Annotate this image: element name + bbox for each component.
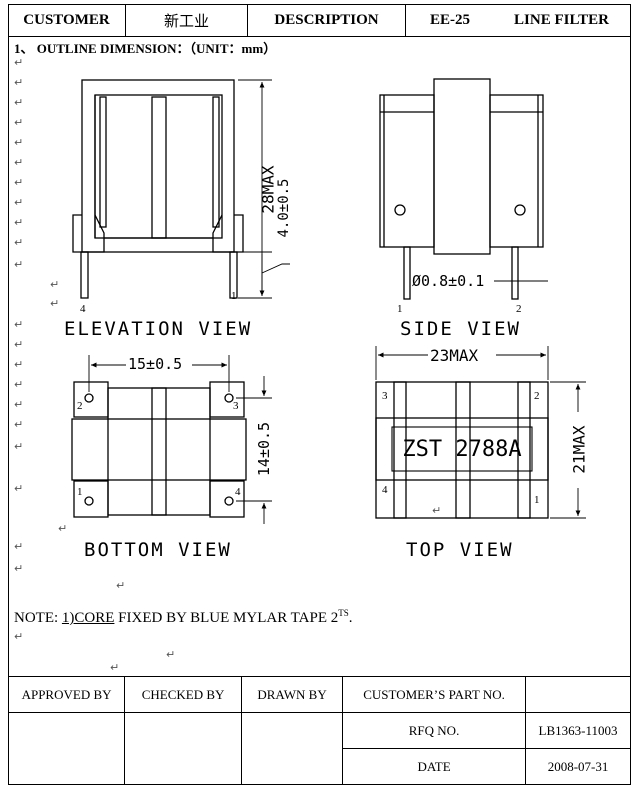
top-pin-2: 2 [534, 390, 540, 402]
approved-by-value[interactable] [7, 712, 126, 785]
document-frame [8, 4, 631, 785]
top-marking: ZST 2788A [402, 436, 522, 462]
bottom-pin-1: 1 [77, 486, 83, 498]
elevation-height-dim: 28MAX [258, 165, 278, 214]
paragraph-mark-icon: ↵ [110, 661, 120, 674]
top-height-dim: 21MAX [569, 425, 589, 474]
part-code: EE-25 [430, 11, 471, 28]
paragraph-mark-icon: ↵ [116, 579, 126, 592]
side-pin-left: 1 [397, 303, 403, 315]
paragraph-mark-icon: ↵ [14, 440, 24, 453]
bottom-pin-2: 2 [77, 400, 83, 412]
bottom-view-label: BOTTOM VIEW [84, 539, 232, 561]
paragraph-mark-icon: ↵ [14, 418, 24, 431]
paragraph-mark-icon: ↵ [14, 482, 24, 495]
drawn-by-label: DRAWN BY [241, 676, 344, 713]
approval-table: APPROVED BY CHECKED BY DRAWN BY CUSTOMER… [7, 676, 631, 785]
side-view-label: SIDE VIEW [400, 318, 521, 340]
elevation-view-label: ELEVATION VIEW [64, 318, 253, 340]
top-pin-4: 4 [382, 484, 388, 496]
elevation-pin-dim: 4.0±0.5 [276, 178, 292, 238]
paragraph-mark-icon: ↵ [14, 156, 24, 169]
paragraph-mark-icon: ↵ [14, 136, 24, 149]
paragraph-mark-icon: ↵ [14, 56, 24, 69]
paragraph-mark-icon: ↵ [14, 398, 24, 411]
paragraph-mark-icon: ↵ [14, 562, 24, 575]
paragraph-mark-icon: ↵ [14, 338, 24, 351]
top-pin-1: 1 [534, 494, 540, 506]
paragraph-mark-icon: ↵ [432, 504, 442, 517]
paragraph-mark-icon: ↵ [14, 216, 24, 229]
paragraph-mark-icon: ↵ [50, 297, 60, 310]
customer-part-label: CUSTOMER’S PART NO. [342, 676, 527, 713]
bottom-pin-4: 4 [235, 486, 241, 498]
paragraph-mark-icon: ↵ [14, 236, 24, 249]
paragraph-mark-icon: ↵ [14, 196, 24, 209]
top-view-label: TOP VIEW [406, 539, 514, 561]
description-label: DESCRIPTION [248, 4, 406, 36]
elevation-view-drawing [72, 79, 290, 299]
side-view-drawing [379, 78, 548, 300]
approved-by-label: APPROVED BY [7, 676, 126, 713]
side-pin-dim: Ø0.8±0.1 [412, 272, 485, 290]
top-pin-3: 3 [382, 390, 388, 402]
rfq-label: RFQ NO. [342, 712, 527, 749]
paragraph-mark-icon: ↵ [14, 318, 24, 331]
customer-value: 新工业 [126, 4, 248, 36]
paragraph-mark-icon: ↵ [14, 358, 24, 371]
product-name: LINE FILTER [514, 11, 609, 28]
paragraph-mark-icon: ↵ [14, 76, 24, 89]
description-value: EE-25 LINE FILTER [406, 4, 631, 36]
paragraph-mark-icon: ↵ [14, 540, 24, 553]
top-view-drawing [375, 346, 586, 519]
note-text: FIXED BY BLUE MYLAR TAPE 2 [114, 610, 339, 626]
top-width-dim: 23MAX [430, 346, 479, 365]
bottom-pin-3: 3 [233, 400, 239, 412]
paragraph-mark-icon: ↵ [14, 176, 24, 189]
section-title: 1、 OUTLINE DIMENSION：（UNIT：mm） [14, 41, 277, 56]
note-line: NOTE: 1)CORE FIXED BY BLUE MYLAR TAPE 2T… [14, 608, 353, 627]
paragraph-mark-icon: ↵ [14, 116, 24, 129]
customer-label: CUSTOMER [8, 4, 126, 36]
side-pin-right: 2 [516, 303, 522, 315]
header-row: CUSTOMER 新工业 DESCRIPTION EE-25 LINE FILT… [8, 4, 631, 36]
note-sup: TS [338, 608, 349, 618]
note-suffix: . [348, 610, 353, 626]
note-prefix: NOTE: [14, 610, 62, 626]
paragraph-mark-icon: ↵ [14, 378, 24, 391]
paragraph-mark-icon: ↵ [14, 96, 24, 109]
bottom-width-dim: 15±0.5 [128, 355, 183, 373]
paragraph-mark-icon: ↵ [166, 648, 176, 661]
paragraph-mark-icon: ↵ [14, 258, 24, 271]
checked-by-label: CHECKED BY [124, 676, 243, 713]
bottom-view-drawing [71, 355, 272, 524]
paragraph-mark-icon: ↵ [50, 278, 60, 291]
date-value: 2008-07-31 [525, 748, 631, 785]
checked-by-value[interactable] [124, 712, 243, 785]
paragraph-mark-icon: ↵ [14, 630, 24, 643]
rfq-value: LB1363-11003 [525, 712, 631, 749]
bottom-height-dim: 14±0.5 [255, 421, 273, 477]
elevation-pin-left: 4 [80, 303, 86, 315]
customer-part-value[interactable] [525, 676, 631, 713]
drawn-by-value[interactable] [241, 712, 344, 785]
header-divider [8, 36, 631, 37]
note-link[interactable]: 1)CORE [61, 610, 115, 626]
elevation-pin-right: 1 [231, 290, 237, 302]
paragraph-mark-icon: ↵ [58, 522, 68, 535]
date-label: DATE [342, 748, 527, 785]
